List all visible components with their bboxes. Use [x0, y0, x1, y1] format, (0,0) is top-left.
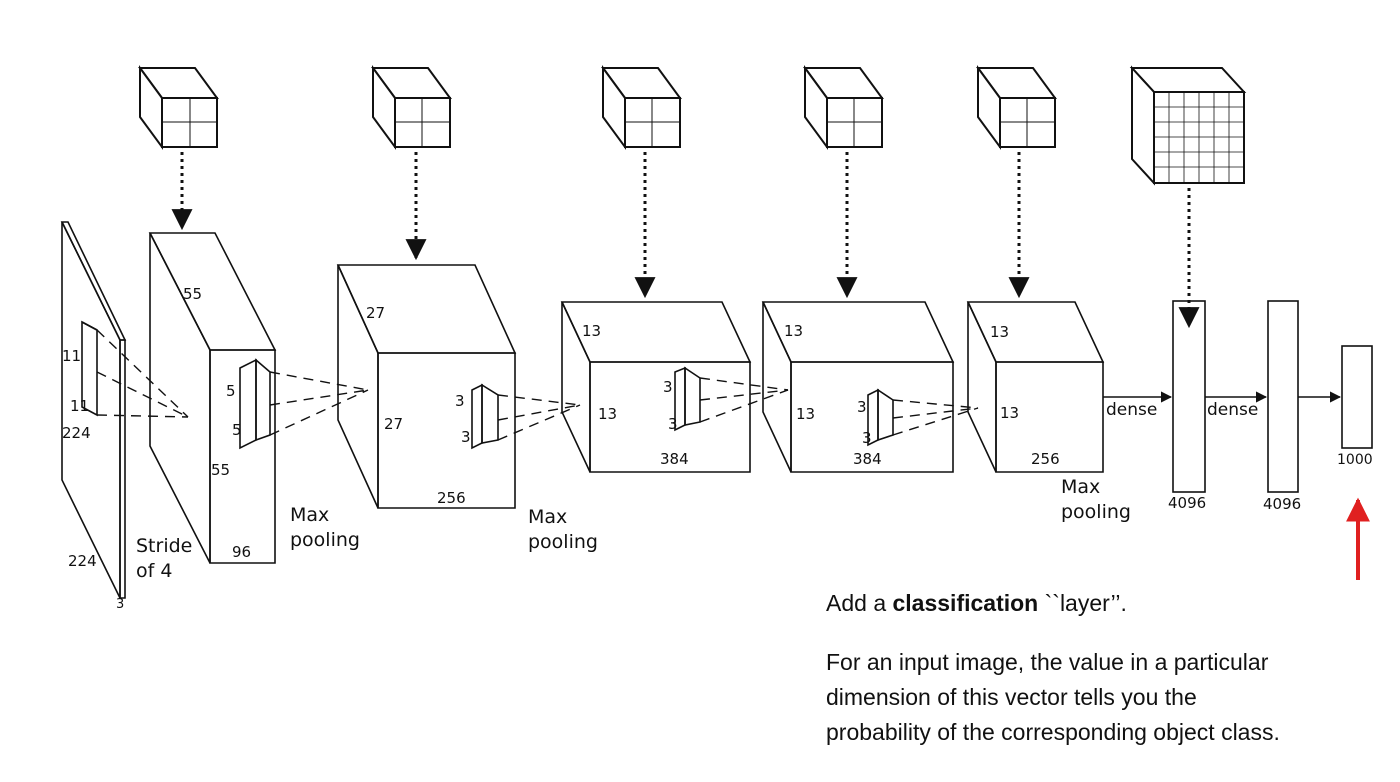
conv1-width-label: 55 — [211, 461, 230, 479]
input-width-label: 224 — [68, 552, 97, 570]
stride-label-line1: Stride — [136, 535, 192, 557]
conv4-kernel-height: 3 — [857, 398, 867, 416]
feature-cube-4 — [803, 64, 884, 151]
pool1-label-line1: Max — [290, 504, 329, 526]
conv3-width-label: 13 — [598, 405, 617, 423]
conv5-height-label: 13 — [990, 323, 1009, 341]
conv3-kernel-width: 3 — [668, 415, 678, 433]
input-kernel-height: 11 — [62, 347, 81, 365]
conv1-kernel-height: 5 — [226, 382, 236, 400]
fc6-size-label: 4096 — [1168, 494, 1206, 512]
pool1-label-line2: pooling — [290, 529, 360, 551]
conv2-kernel-width: 3 — [461, 428, 471, 446]
input-depth-label: 3 — [116, 597, 124, 612]
conv4-width-label: 13 — [796, 405, 815, 423]
dotted-arrows — [171, 152, 1200, 329]
conv2-width-label: 27 — [384, 415, 403, 433]
classification-note-title: Add a classification ``layer’’. — [826, 590, 1396, 617]
fc7-size-label: 4096 — [1263, 495, 1301, 513]
feature-cube-1 — [138, 64, 219, 151]
conv4-kernel-width: 3 — [862, 429, 872, 447]
conv5-width-label: 13 — [1000, 404, 1019, 422]
conv1-height-label: 55 — [183, 285, 202, 303]
note-title-prefix: Add a — [826, 590, 893, 616]
conv5-depth-label: 256 — [1031, 450, 1060, 468]
fc7-layer — [1267, 300, 1299, 493]
note-body-line: dimension of this vector tells you the — [826, 684, 1197, 710]
dense2-label: dense — [1207, 400, 1258, 420]
feature-cube-3 — [601, 64, 682, 151]
conv4-height-label: 13 — [784, 322, 803, 340]
feature-cube-5 — [976, 64, 1057, 151]
feature-cube-2 — [371, 64, 452, 151]
note-title-bold: classification — [892, 590, 1039, 616]
pool3-label-line1: Max — [1061, 476, 1100, 498]
conv4-depth-label: 384 — [853, 450, 882, 468]
fc8-size-label: 1000 — [1337, 452, 1373, 468]
receptive-field-lines — [96, 329, 979, 441]
note-body-line: For an input image, the value in a parti… — [826, 649, 1269, 675]
conv3-kernel-height: 3 — [663, 378, 673, 396]
conv1-volume — [148, 232, 277, 564]
dense1-label: dense — [1106, 400, 1157, 420]
feature-cube-6 — [1129, 65, 1247, 186]
conv2-kernel-height: 3 — [455, 392, 465, 410]
input-height-label: 224 — [62, 424, 91, 442]
conv2-depth-label: 256 — [437, 489, 466, 507]
pool3-label-line2: pooling — [1061, 501, 1131, 523]
conv1-kernel-width: 5 — [232, 421, 242, 439]
fc6-layer — [1172, 300, 1206, 493]
pool2-label-line2: pooling — [528, 531, 598, 553]
conv3-depth-label: 384 — [660, 450, 689, 468]
fc8-classification-layer — [1341, 345, 1373, 449]
feature-cubes — [138, 64, 1247, 186]
conv3-volume — [560, 301, 752, 473]
conv3-height-label: 13 — [582, 322, 601, 340]
pool2-label-line1: Max — [528, 506, 567, 528]
input-volume — [60, 221, 127, 599]
conv2-height-label: 27 — [366, 304, 385, 322]
conv1-depth-label: 96 — [232, 543, 251, 561]
note-body-line: probability of the corresponding object … — [826, 719, 1280, 745]
stride-label-line2: of 4 — [136, 560, 172, 582]
input-kernel-width: 11 — [70, 397, 89, 415]
conv5-volume — [966, 301, 1105, 473]
conv2-volume — [336, 264, 517, 509]
classification-note-body: For an input image, the value in a parti… — [826, 645, 1396, 750]
note-title-suffix: ``layer’’. — [1038, 590, 1127, 616]
